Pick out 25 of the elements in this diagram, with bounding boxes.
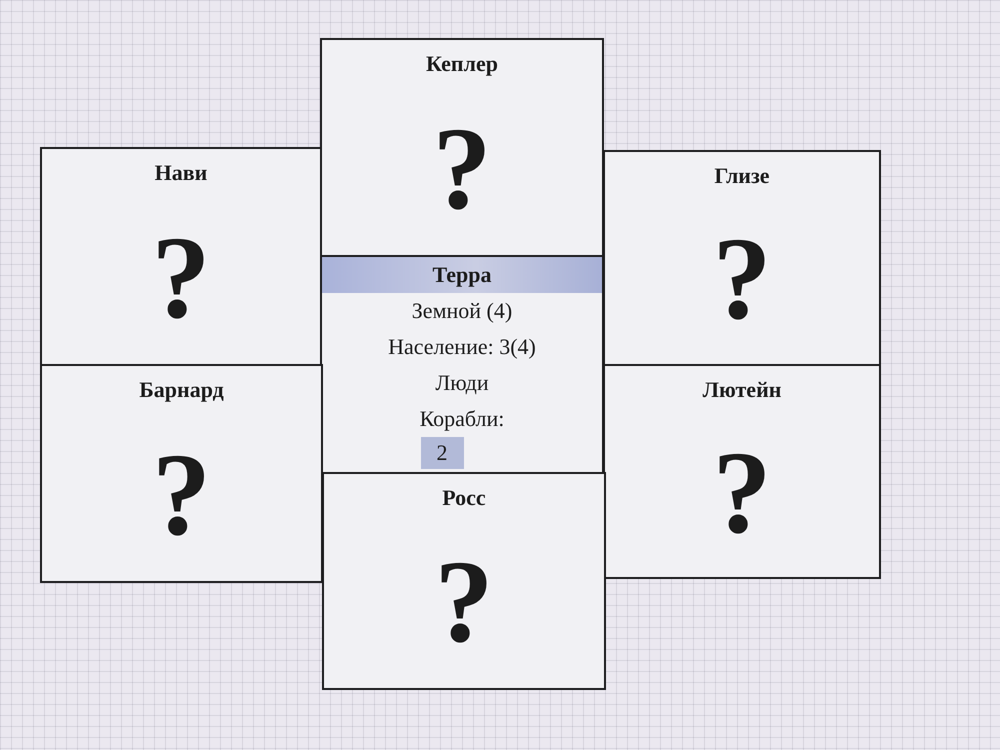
sector-box [603, 150, 881, 366]
stat-text: Корабли: [420, 405, 504, 433]
question-mark: ? [712, 438, 772, 548]
sector-box [320, 38, 604, 257]
question-mark: ? [152, 440, 211, 550]
question-mark: ? [432, 114, 492, 224]
sector-box [603, 364, 881, 579]
highlighted-value: 2 [420, 437, 464, 469]
question-mark: ? [434, 547, 494, 657]
sector-title: Нави [154, 159, 208, 187]
stat-text: Люди [435, 369, 489, 397]
stat-text: Население: 3(4) [388, 333, 536, 361]
sector-title: Глизе [714, 162, 770, 190]
sector-box [320, 255, 604, 474]
sector-box [322, 472, 606, 690]
sector-title: Росс [442, 484, 486, 512]
sector-box [40, 364, 323, 583]
question-mark: ? [152, 222, 210, 332]
header-bar: Терра [322, 257, 602, 293]
sector-title: Кеплер [426, 50, 498, 78]
question-mark: ? [712, 224, 772, 334]
sector-title: Лютейн [702, 376, 782, 404]
stat-text: Земной (4) [412, 297, 512, 325]
sector-box [40, 147, 322, 366]
sector-title: Барнард [139, 376, 224, 404]
